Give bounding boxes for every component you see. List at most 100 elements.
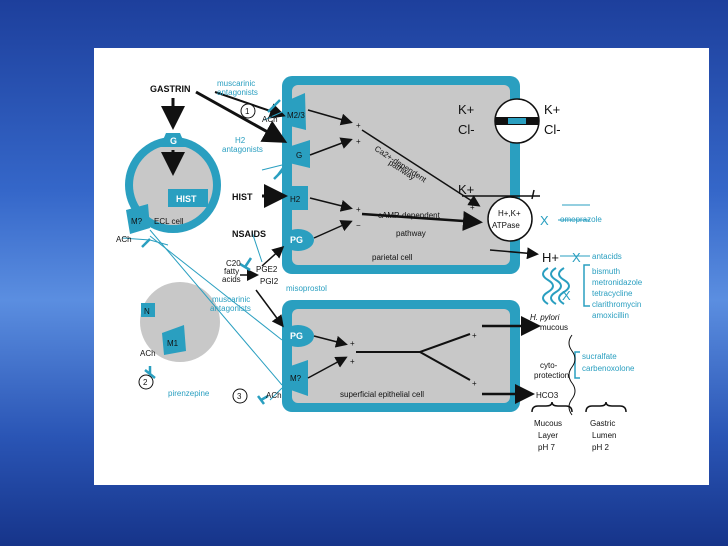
hist-box bbox=[168, 189, 208, 207]
ach-left-label: ACh bbox=[116, 235, 132, 244]
drug-hp-3: tetracycline bbox=[592, 289, 633, 298]
hp-bracket bbox=[583, 264, 590, 307]
arrow-g-plus bbox=[309, 137, 353, 156]
drug-hp-4: clarithromycin bbox=[592, 300, 641, 309]
g-receptor-label: G bbox=[296, 151, 302, 160]
plus-4: + bbox=[470, 203, 475, 212]
plus-3: + bbox=[356, 205, 361, 214]
cl-right-label: Cl- bbox=[544, 122, 561, 137]
plus-2: + bbox=[356, 137, 361, 146]
arrow-m23-plus bbox=[307, 109, 353, 126]
arrow-pge-pg bbox=[255, 289, 284, 328]
arrow-epi-branch-down bbox=[419, 351, 471, 381]
pirenzepine-label: pirenzepine bbox=[168, 389, 210, 398]
hist-box-label: HIST bbox=[176, 194, 197, 204]
ach-bottom-label: ACh bbox=[140, 349, 156, 358]
circle-2 bbox=[138, 374, 154, 390]
pgi2-label: PGI2 bbox=[260, 277, 279, 286]
plus-5: + bbox=[350, 339, 355, 348]
drug-cyto-2: carbenoxolone bbox=[582, 364, 635, 373]
pg-parietal-label: PG bbox=[290, 235, 303, 245]
mucous-layer-3: pH 7 bbox=[538, 443, 555, 452]
h-plus-label: H+ bbox=[542, 250, 559, 265]
h2-antagonists-1: H2 bbox=[235, 136, 246, 145]
mucous-label: mucous bbox=[540, 323, 568, 332]
m1-label: M1 bbox=[167, 339, 179, 348]
muscarinic-antagonists-top-2: antagonists bbox=[217, 88, 258, 97]
nsaids-label: NSAIDS bbox=[232, 229, 266, 239]
arrow-k-in bbox=[531, 189, 535, 200]
c20-1: C20 bbox=[226, 259, 241, 268]
gastric-lumen-1: Gastric bbox=[590, 419, 615, 428]
x-hpylori: X bbox=[562, 288, 571, 303]
arrow-gastrin-m bbox=[214, 91, 286, 119]
k-right-label: K+ bbox=[544, 102, 560, 117]
atpase-label-2: ATPase bbox=[492, 221, 520, 230]
plus-8: + bbox=[472, 379, 477, 388]
c20-3: acids bbox=[222, 275, 241, 284]
misoprostol-label: misoprostol bbox=[286, 284, 327, 293]
n-label: N bbox=[144, 307, 150, 316]
m-receptor-epithelial bbox=[285, 360, 308, 396]
m23-label: M2/3 bbox=[287, 111, 305, 120]
pg-receptor-epithelial bbox=[282, 325, 314, 347]
cyto-label-1: cyto- bbox=[540, 361, 558, 370]
muscarinic-antagonists-top-1: muscarinic bbox=[217, 79, 255, 88]
arrow-camp bbox=[361, 210, 483, 231]
minus-1: − bbox=[356, 221, 361, 230]
circle-1-label: 1 bbox=[245, 107, 250, 116]
ach-1-label: ACh bbox=[262, 115, 278, 124]
ecl-cell-label: ECL cell bbox=[154, 217, 184, 226]
plus-1: + bbox=[356, 121, 361, 130]
cl-left-label: Cl- bbox=[458, 122, 475, 137]
arrow-pge-parietal bbox=[261, 245, 285, 267]
plus-7: + bbox=[472, 331, 477, 340]
arrow-pg-minus bbox=[313, 220, 353, 239]
parietal-cell-label: parietal cell bbox=[372, 253, 413, 262]
muscarinic-antagonists-mid-2: antagonists bbox=[210, 304, 251, 313]
h2-receptor bbox=[286, 186, 308, 210]
h2-antagonists-2: antagonists bbox=[222, 145, 263, 154]
circle-3-label: 3 bbox=[237, 392, 242, 401]
mucous-layer-2: Layer bbox=[538, 431, 558, 440]
gastric-brace bbox=[585, 401, 627, 413]
arrow-ca bbox=[361, 129, 481, 207]
m1-receptor bbox=[162, 325, 186, 355]
drug-hp-2: metronidazole bbox=[592, 278, 643, 287]
black-arrows bbox=[161, 90, 541, 404]
epithelial-cell-label: superficial epithelial cell bbox=[340, 390, 424, 399]
cyan-lines bbox=[121, 111, 590, 401]
g-receptor-ecl bbox=[160, 133, 186, 147]
h-pylori-label: H. pylori bbox=[530, 313, 560, 322]
g-receptor bbox=[285, 140, 310, 168]
parietal-cell-inner bbox=[292, 85, 510, 265]
muscarinic-antagonists-mid-1: muscarinic bbox=[212, 295, 250, 304]
circle-3 bbox=[232, 388, 248, 404]
arrow-h2-plus bbox=[309, 197, 353, 212]
m23-receptor bbox=[282, 93, 306, 130]
plus-6: + bbox=[350, 357, 355, 366]
hist-arrow-label: HIST bbox=[232, 192, 253, 202]
h-pylori-bacteria bbox=[542, 267, 570, 305]
mucus-wave bbox=[568, 334, 576, 416]
mucous-brace bbox=[531, 401, 573, 413]
drug-cyto-1: sucralfate bbox=[582, 352, 617, 361]
gastric-lumen-3: pH 2 bbox=[592, 443, 609, 452]
camp-pathway-2: pathway bbox=[396, 229, 426, 238]
k-left-label: K+ bbox=[458, 102, 474, 117]
gastric-lumen-2: Lumen bbox=[592, 431, 616, 440]
x-antacids: X bbox=[572, 250, 581, 265]
circle-1 bbox=[240, 103, 256, 119]
camp-pathway-1: cAMP-dependent bbox=[378, 211, 441, 220]
drug-hp-1: bismuth bbox=[592, 267, 620, 276]
k-pump-label: K+ bbox=[458, 182, 474, 197]
pge2-label: PGE2 bbox=[256, 265, 278, 274]
pg-epithelial-label: PG bbox=[290, 331, 303, 341]
m-epithelial-label: M? bbox=[290, 374, 302, 383]
drug-hp-5: amoxicillin bbox=[592, 311, 629, 320]
epithelial-cell-inner bbox=[292, 309, 510, 403]
arrow-m-epi bbox=[307, 356, 348, 379]
n-box bbox=[141, 303, 155, 317]
arrow-gastrin-g bbox=[195, 90, 288, 143]
